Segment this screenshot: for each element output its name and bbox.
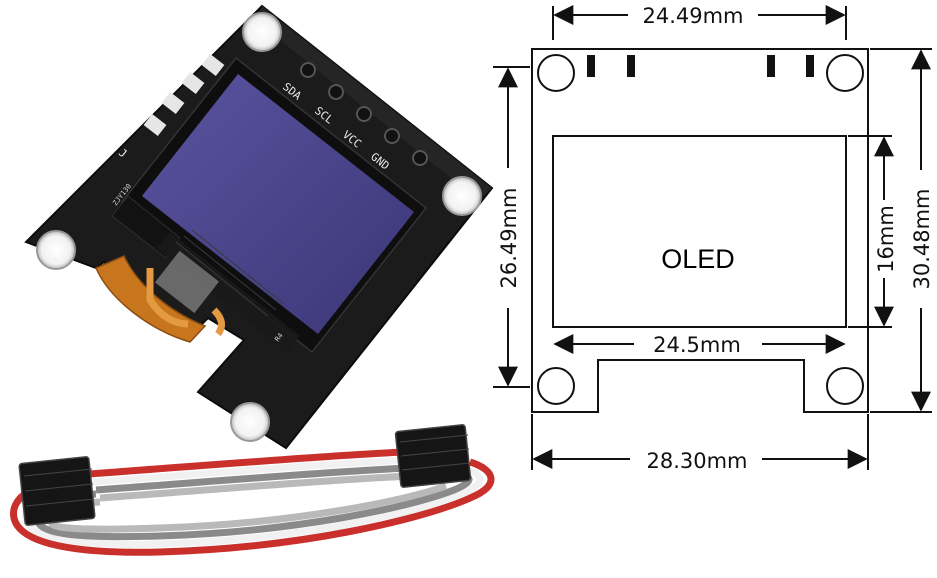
drawing-hole-icon (537, 54, 575, 92)
flex-tail-code-text: R4 (273, 332, 284, 344)
board-outline (531, 48, 869, 413)
dim-bottom-width: 28.30mm (646, 449, 747, 473)
left-connector (18, 456, 96, 526)
dim-display-height: 16mm (874, 205, 898, 273)
pin-marks (587, 55, 814, 77)
oled-window (552, 135, 847, 328)
dim-display-width: 24.5mm (653, 333, 741, 357)
drawing-hole-icon (537, 367, 575, 405)
mounting-hole-icon (242, 12, 282, 52)
dim-top-width: 24.49mm (642, 4, 743, 28)
dupont-cable (10, 424, 495, 556)
dimension-drawing (493, 5, 932, 470)
drawing-hole-icon (826, 367, 864, 405)
drawing-hole-icon (826, 54, 864, 92)
mounting-hole-icon (442, 176, 482, 216)
display-glass (142, 74, 414, 334)
mounting-hole-icon (230, 402, 270, 442)
header-pins (300, 62, 428, 166)
dim-right-height: 30.48mm (910, 188, 934, 289)
mounting-hole-icon (36, 230, 76, 270)
right-connector (394, 424, 472, 488)
oled-label: OLED (661, 244, 735, 274)
edge-pads (143, 53, 225, 137)
oled-module-photo: ZJY130 R4 J SDA SCL VCC GND (24, 4, 494, 450)
dim-left-height: 26.49mm (497, 187, 521, 288)
dimension-labels: 24.49mm 26.49mm 24.5mm 16mm 30.48mm 28.3… (495, 2, 936, 473)
